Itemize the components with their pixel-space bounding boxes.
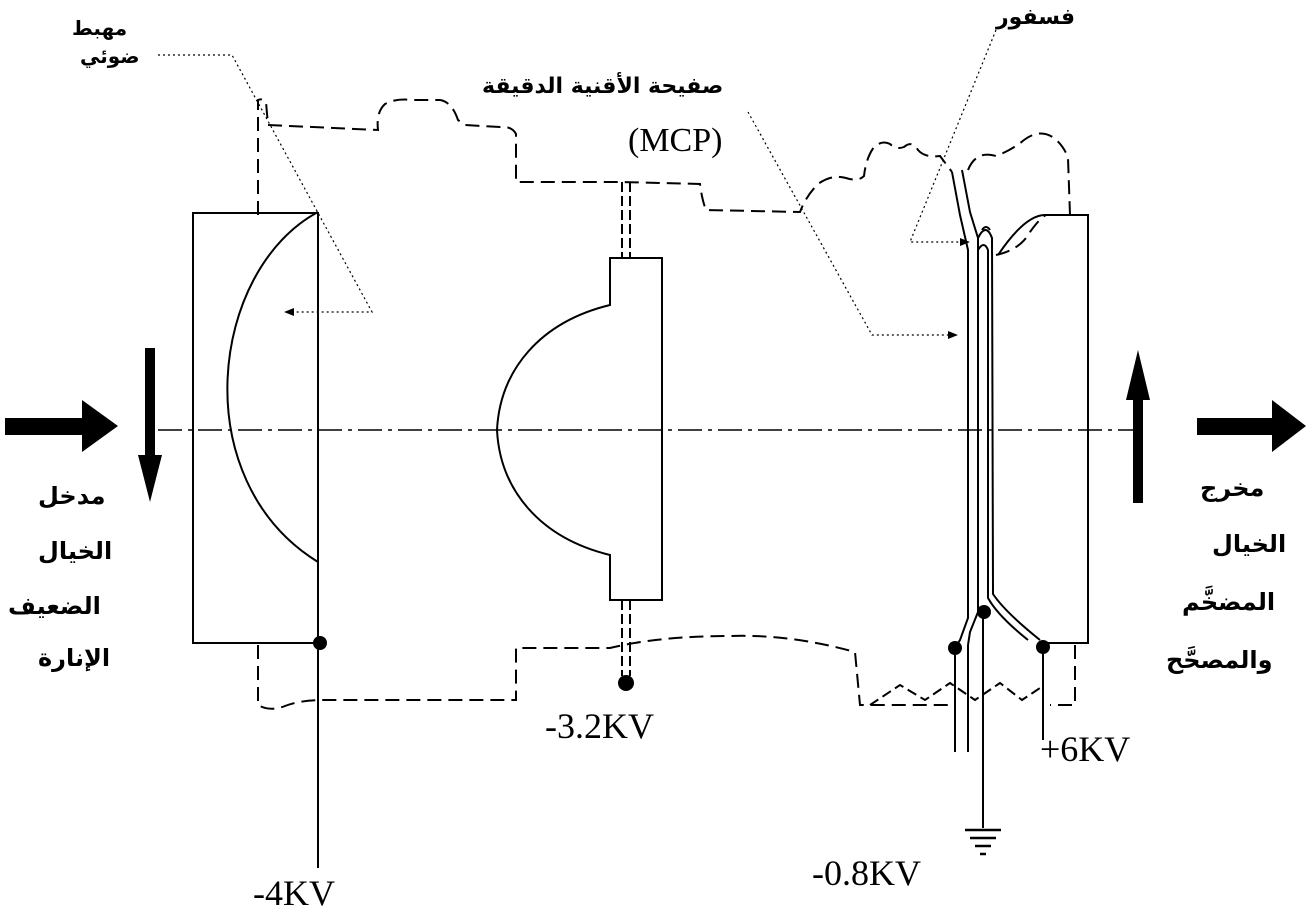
input-arrow-icon	[5, 400, 118, 452]
input-window	[192, 212, 319, 644]
focus-dot	[618, 675, 634, 691]
phosphor-label: فسفور	[996, 5, 1076, 30]
focus-voltage-label: -3.2KV	[545, 706, 654, 746]
photocathode-label-line2: ضوئي	[80, 44, 140, 68]
photocathode-label-line1: مهبط	[72, 16, 128, 40]
input-label-line2: الخيال	[38, 537, 113, 565]
screen-dot	[1036, 640, 1050, 654]
up-arrow-icon	[1126, 350, 1150, 503]
zigzag-wire	[869, 681, 1041, 706]
output-label-line3: المضخَّم	[1182, 588, 1276, 616]
input-label-line1: مدخل	[38, 482, 106, 510]
cathode-dot	[313, 636, 327, 650]
photocathode-curve	[226, 211, 319, 563]
mcp-dot-left	[948, 641, 962, 655]
output-arrow-icon	[1197, 400, 1306, 452]
phosphor-screen-arc	[997, 214, 1046, 256]
down-arrow-icon	[138, 348, 162, 502]
mcp-title-label: صفيحة الأقنية الدقيقة	[482, 74, 724, 99]
ground-icon	[965, 828, 1001, 856]
mcp-voltage-label: -0.8KV	[812, 853, 921, 893]
focus-electrode	[495, 257, 663, 601]
output-window	[1040, 214, 1089, 644]
leader-arrowheads	[284, 238, 970, 339]
output-label-line4: والمصحَّح	[1166, 646, 1273, 674]
input-label-line3: الضعيف	[8, 592, 101, 620]
screen-voltage-label: +6KV	[1040, 729, 1131, 769]
output-label-line1: مخرج	[1200, 474, 1265, 502]
cathode-voltage-label: -4KV	[253, 873, 335, 913]
input-label-line4: الإنارة	[38, 644, 111, 672]
mcp-dot-center	[977, 605, 991, 619]
tube-housing-outline	[257, 98, 1076, 710]
mcp-abbrev-label: (MCP)	[628, 122, 723, 159]
leader-lines	[158, 29, 997, 336]
output-label-line2: الخيال	[1212, 530, 1287, 558]
mcp-plates	[951, 169, 1041, 649]
